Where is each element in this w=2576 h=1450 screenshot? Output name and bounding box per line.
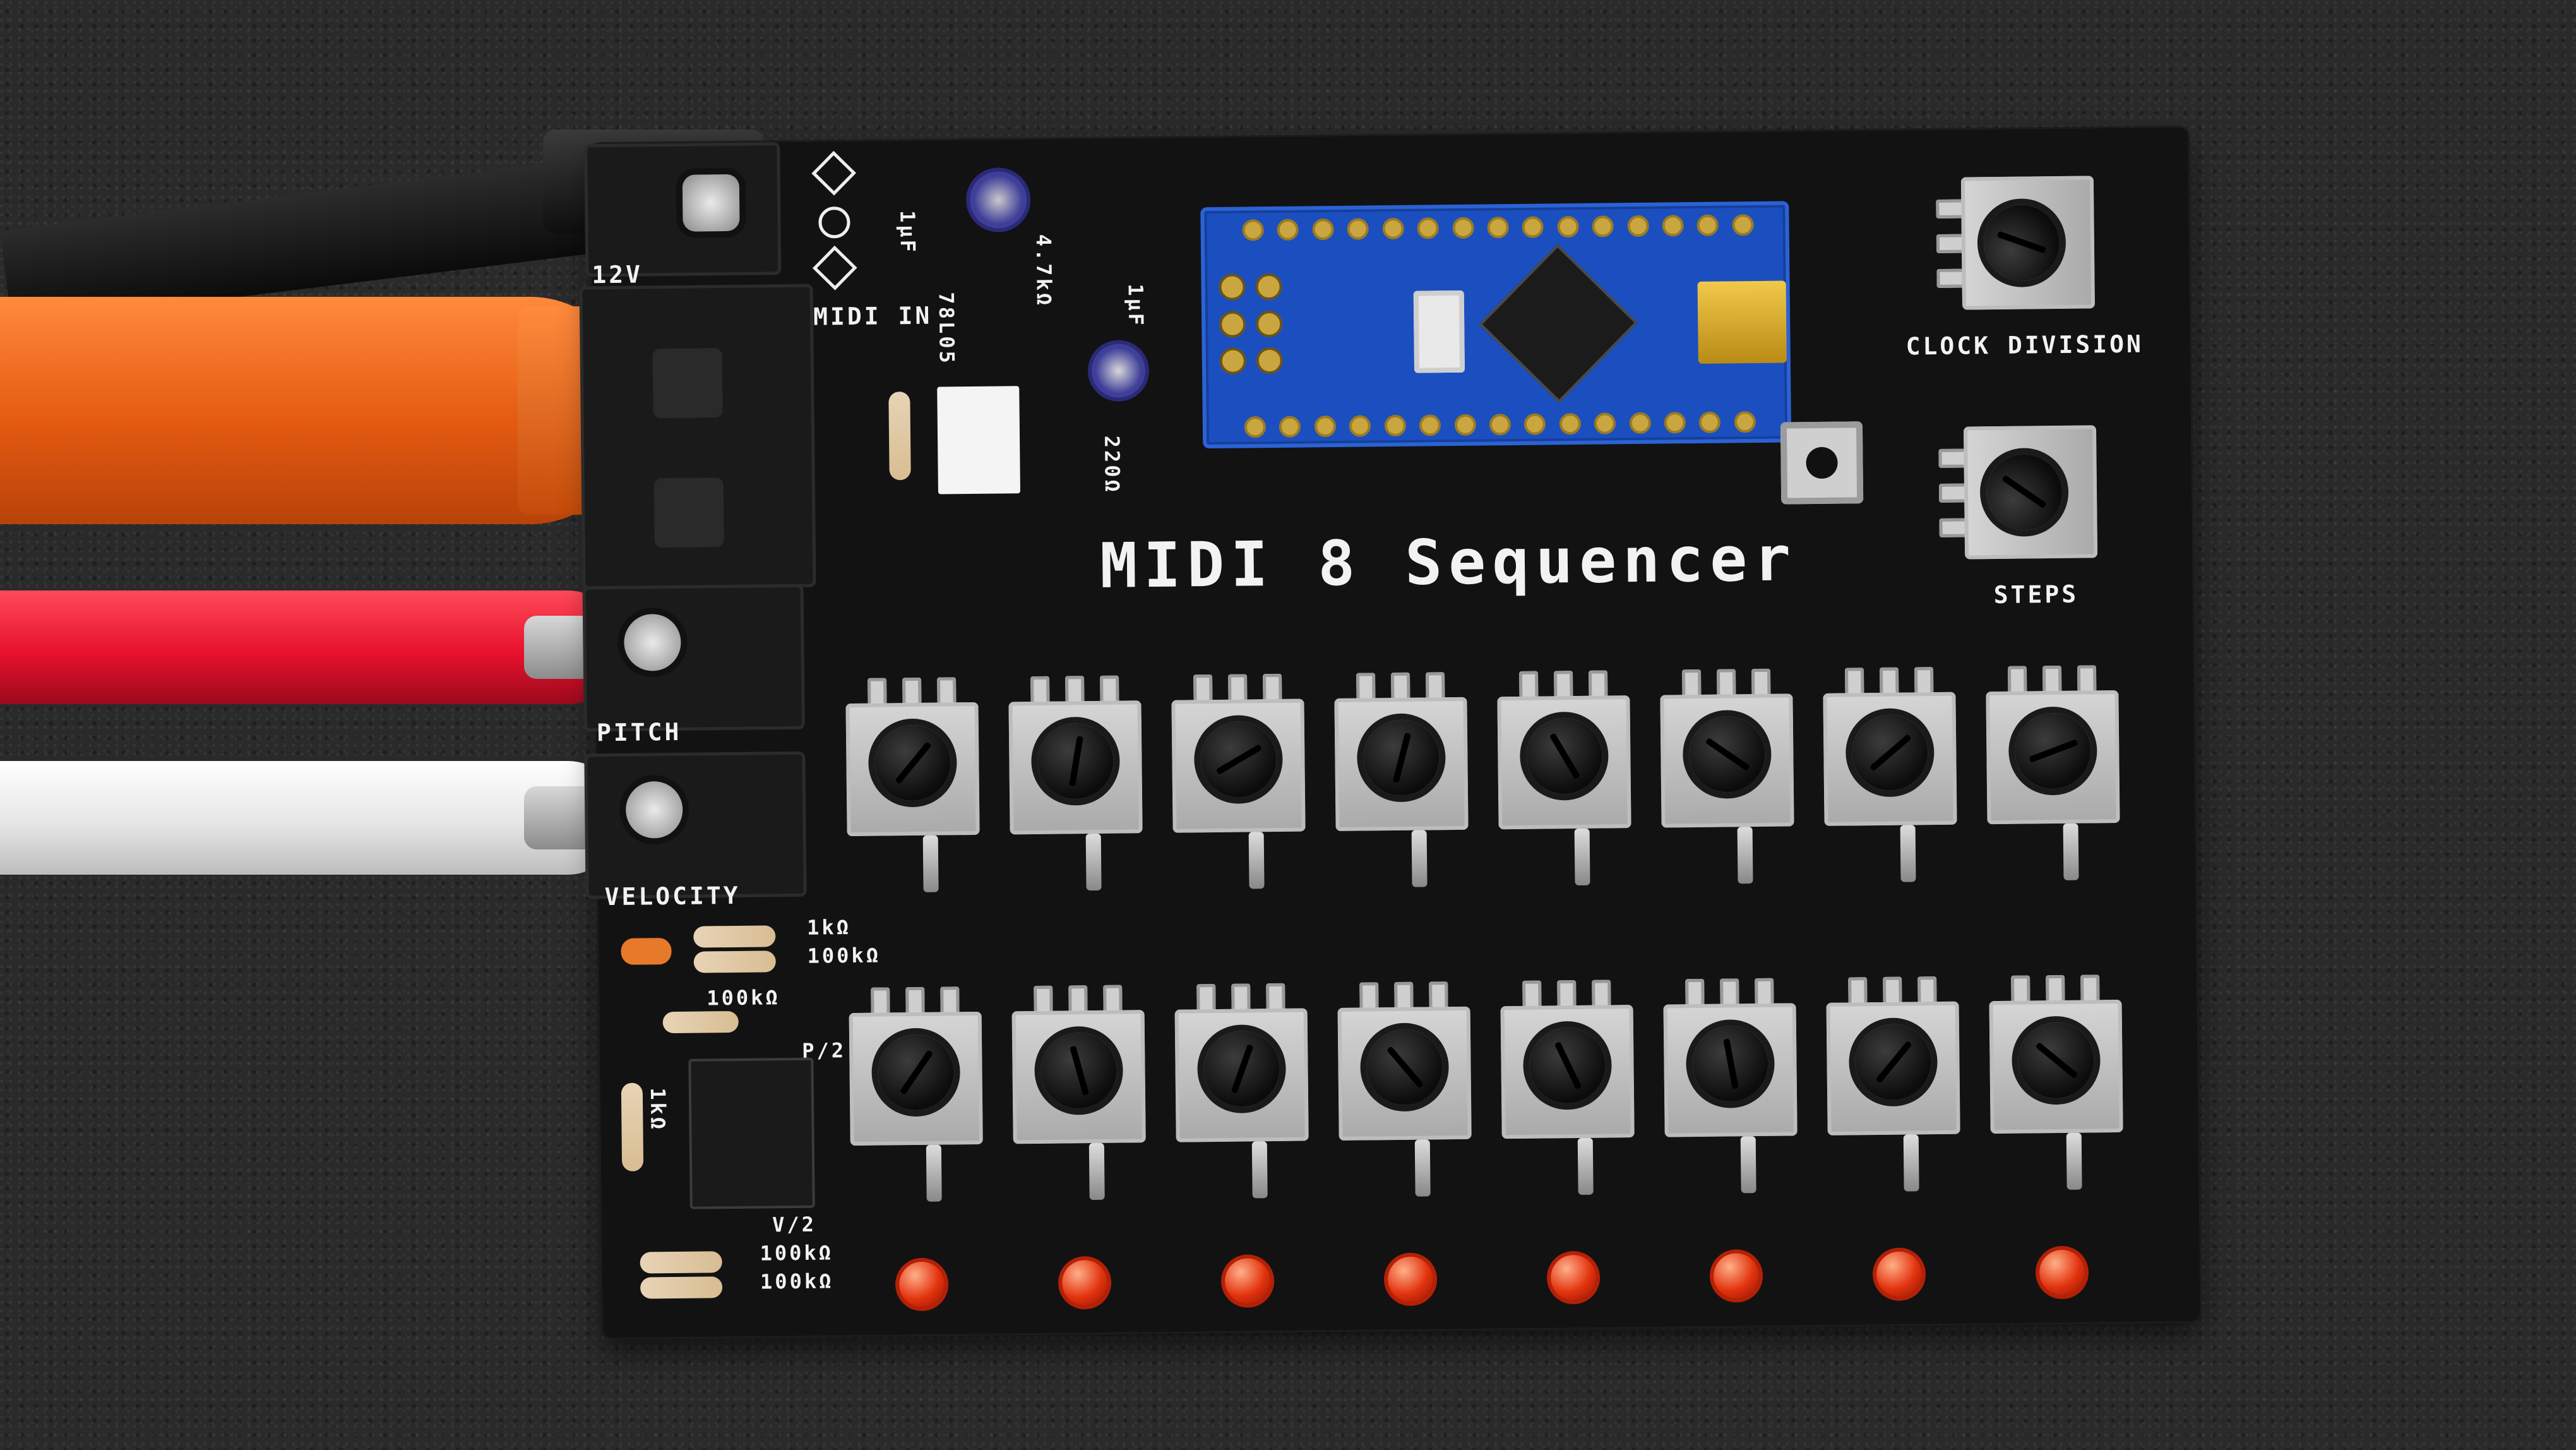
velocity-pot-7[interactable] [1826, 976, 1960, 1192]
capacitor-2 [1091, 344, 1146, 398]
res2-label: 220Ω [1100, 435, 1125, 494]
resistor-1k-left [621, 1082, 644, 1171]
pitch-cable [0, 590, 619, 704]
r-100k-bot2-label: 100kΩ [760, 1269, 834, 1294]
r-100k-mid-label: 100kΩ [707, 985, 780, 1010]
pitch-jack [582, 584, 805, 732]
resistor-100k-a [693, 950, 776, 973]
pitch-pot-8[interactable] [1986, 665, 2120, 880]
pitch-pot-2[interactable] [1008, 675, 1143, 891]
pitch-pot-3[interactable] [1171, 673, 1306, 889]
pitch-pot-4[interactable] [1334, 672, 1469, 887]
step-led-8 [2039, 1249, 2085, 1296]
pitch-pot-7[interactable] [1823, 667, 1957, 882]
board-title: MIDI 8 Sequencer [1099, 523, 1798, 602]
resistor-midi [888, 392, 911, 481]
velocity-jack [584, 751, 807, 899]
step-led-2 [1061, 1259, 1108, 1306]
tact-switch[interactable] [1780, 421, 1864, 505]
arduino-nano [1200, 201, 1792, 449]
optocoupler [937, 386, 1021, 494]
velocity-pot-6[interactable] [1663, 978, 1798, 1194]
velocity-pot-8[interactable] [1989, 974, 2123, 1190]
step-led-6 [1713, 1253, 1760, 1299]
steps-label: STEPS [1993, 580, 2079, 609]
regulator-label: 78L05 [934, 292, 959, 366]
power-label: 12V [592, 260, 643, 289]
clock-division-label: CLOCK DIVISION [1905, 330, 2144, 361]
mini-usb-port[interactable] [1697, 280, 1787, 364]
resistor-1k [693, 925, 776, 948]
resistor-100k-c [640, 1251, 722, 1274]
midi-din-jack [579, 284, 816, 590]
pitch-label: PITCH [596, 717, 682, 747]
v2-label: V/2 [772, 1212, 817, 1237]
cap2-label: 1µF [1123, 284, 1148, 328]
clock-division-pot[interactable] [1936, 176, 2096, 310]
cap1-label: 1µF [895, 210, 921, 255]
power-jack [584, 142, 782, 277]
velocity-label: VELOCITY [604, 881, 741, 911]
resistor-100k-b [662, 1010, 739, 1034]
r-100k-top-label: 100kΩ [807, 943, 881, 968]
pitch-pot-5[interactable] [1497, 670, 1631, 886]
pitch-pot-1[interactable] [845, 677, 980, 892]
step-led-7 [1876, 1251, 1923, 1298]
midi-in-label: MIDI IN [813, 301, 933, 331]
velocity-pot-2[interactable] [1011, 985, 1146, 1201]
velocity-pot-1[interactable] [849, 986, 983, 1202]
r-100k-bot1-label: 100kΩ [760, 1240, 834, 1266]
res1-label: 4.7kΩ [1031, 234, 1056, 308]
op-amp-ic [688, 1057, 815, 1209]
steps-pot[interactable] [1938, 425, 2098, 560]
step-led-3 [1224, 1258, 1271, 1304]
p2-label: P/2 [802, 1038, 847, 1063]
ceramic-capacitor [621, 938, 672, 965]
microcontroller-chip [1479, 244, 1638, 404]
velocity-pot-4[interactable] [1337, 981, 1472, 1197]
r-1k-left-label: 1kΩ [645, 1088, 671, 1132]
power-polarity-icon [811, 150, 857, 291]
velocity-cable [0, 761, 619, 875]
pcb-board: 12V MIDI IN PITCH VELOCITY 1µF 4.7kΩ 78L… [579, 127, 2200, 1338]
step-led-4 [1387, 1256, 1434, 1303]
pitch-pot-6[interactable] [1660, 668, 1794, 884]
step-led-1 [898, 1261, 945, 1308]
velocity-pot-3[interactable] [1174, 983, 1309, 1199]
step-led-5 [1550, 1254, 1597, 1301]
arduino-reset-button[interactable] [1413, 290, 1465, 373]
capacitor-1 [969, 171, 1027, 229]
velocity-pot-5[interactable] [1500, 980, 1635, 1195]
r-1k-top-label: 1kΩ [806, 915, 852, 940]
resistor-100k-d [640, 1276, 723, 1299]
